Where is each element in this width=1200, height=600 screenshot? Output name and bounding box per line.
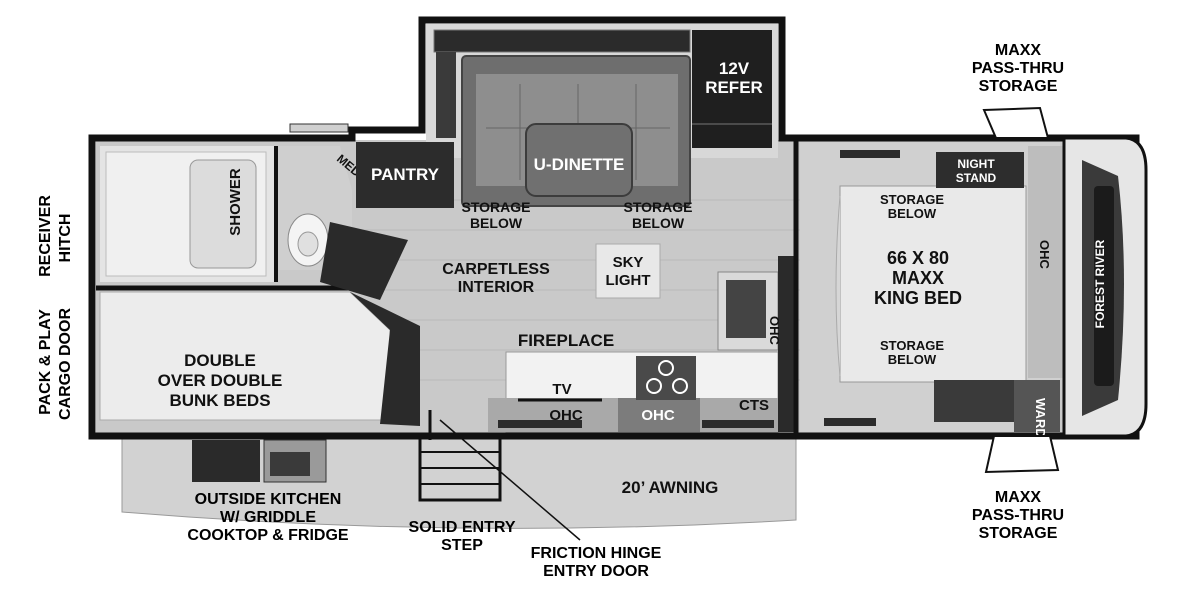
wardrobe [1014, 380, 1060, 432]
storage-below-label-left-2: BELOW [470, 215, 523, 231]
entry [418, 410, 502, 502]
ward-label: WARD [1033, 398, 1048, 438]
bunk-label-line3: BUNK BEDS [169, 391, 270, 410]
u-dinette-label: U-DINETTE [534, 155, 625, 174]
brand-logo-text: FOREST RIVER [1093, 239, 1107, 328]
bed-label-line2: MAXX [892, 268, 944, 288]
fireplace-label: FIREPLACE [518, 331, 614, 350]
maxx-top-line1: MAXX [995, 42, 1042, 59]
awning-label: 20’ AWNING [622, 478, 719, 497]
outside-kitchen-line3: COOKTOP & FRIDGE [187, 527, 349, 544]
entry-step-line1: SOLID ENTRY [409, 519, 516, 536]
kitchen-counter: FIREPLACE TV OHC OHC CTS OHC [488, 256, 796, 433]
entry-door-line2: ENTRY DOOR [543, 563, 649, 580]
bed-storage-top-2: BELOW [888, 206, 937, 221]
dinette-table [525, 123, 633, 197]
maxx-bottom-line1: MAXX [995, 489, 1042, 506]
storage-below-label-left-1: STORAGE [462, 199, 531, 215]
shower-label: SHOWER [227, 168, 244, 236]
entry-door-leader-line [439, 419, 581, 541]
bedroom: NIGHT STAND STORAGE BELOW 66 X 80 MAXX K… [793, 138, 1068, 438]
pantry-label: PANTRY [371, 165, 440, 184]
bathroom: SHOWER MED [100, 123, 364, 282]
dinette-slideout: 12V REFER U-DINETTE [426, 24, 778, 207]
pass-thru-storage [982, 106, 1060, 474]
carpetless-label-line1: CARPETLESS [442, 261, 550, 278]
refer-label-line2: REFER [705, 78, 763, 97]
pantry: PANTRY [356, 142, 454, 208]
bunk-label-line2: OVER DOUBLE [158, 371, 283, 390]
outside-griddle [192, 440, 260, 482]
outside-kitchen-line1: OUTSIDE KITCHEN [195, 491, 342, 508]
bed-label-line3: KING BED [874, 288, 962, 308]
bunk-label-line1: DOUBLE [184, 351, 256, 370]
cooktop [636, 356, 696, 400]
shower [189, 159, 257, 269]
bed-label-line1: 66 X 80 [887, 248, 949, 268]
front-cap: FOREST RIVER [1062, 136, 1148, 438]
bunk-room: DOUBLE OVER DOUBLE BUNK BEDS [96, 222, 420, 426]
ohc-label-left: OHC [549, 407, 583, 424]
refrigerator [692, 30, 772, 148]
bed-storage-bottom-2: BELOW [888, 352, 937, 367]
ohc-label-sink: OHC [767, 316, 782, 346]
skylight-label-line1: SKY [613, 254, 644, 271]
storage-below-label-right-1: STORAGE [624, 199, 693, 215]
bed-storage-bottom-1: STORAGE [880, 338, 944, 353]
maxx-bottom-line2: PASS-THRU [972, 507, 1064, 524]
pack-play-line1: PACK & PLAY [37, 309, 54, 415]
entry-steps [418, 434, 502, 502]
storage-below-label-right-2: BELOW [632, 215, 685, 231]
maxx-top-line3: STORAGE [979, 78, 1058, 95]
maxx-bottom-line3: STORAGE [979, 525, 1058, 542]
skylight-label-line2: LIGHT [606, 272, 651, 289]
pack-play-line2: CARGO DOOR [57, 308, 74, 420]
nightstand-label-line1: NIGHT [957, 157, 995, 171]
maxx-top-line2: PASS-THRU [972, 60, 1064, 77]
bed-storage-top-1: STORAGE [880, 192, 944, 207]
nightstand-label-line2: STAND [956, 171, 997, 185]
carpetless-label-line2: INTERIOR [458, 279, 535, 296]
cts-label: CTS [739, 397, 769, 414]
entry-door-line1: FRICTION HINGE [531, 545, 662, 562]
skylight: SKY LIGHT [595, 243, 661, 299]
receiver-hitch-line1: RECEIVER [37, 195, 54, 277]
outside-kitchen-line2: W/ GRIDDLE [220, 509, 316, 526]
nightstand [936, 152, 1024, 188]
ohc-label-bedroom: OHC [1037, 240, 1052, 270]
ohc-label-center: OHC [641, 407, 675, 424]
receiver-hitch-line2: HITCH [57, 214, 74, 263]
refer-label-line1: 12V [719, 59, 750, 78]
tv-label: TV [552, 381, 571, 398]
entry-step-line2: STEP [441, 537, 483, 554]
